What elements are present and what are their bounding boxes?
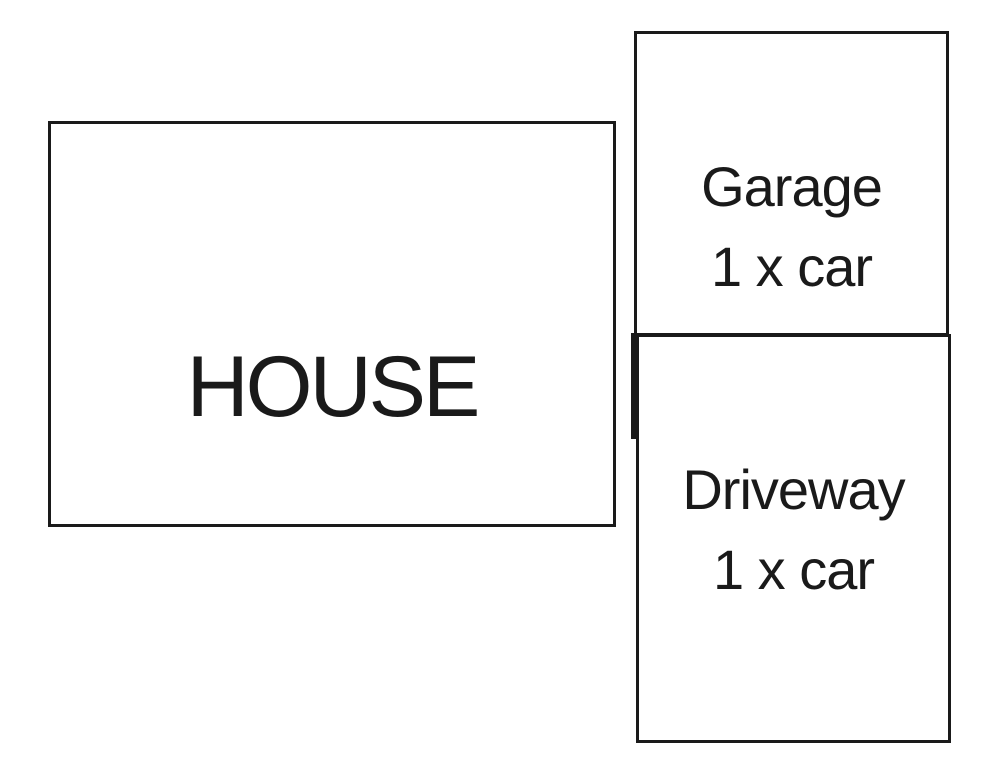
garage-label-block: Garage 1 x car <box>637 147 946 307</box>
driveway-label-block: Driveway 1 x car <box>639 450 948 610</box>
garage-label: Garage <box>701 155 883 218</box>
garage-capacity-label: 1 x car <box>710 235 873 298</box>
driveway-box: Driveway 1 x car <box>636 334 951 743</box>
house-label: HOUSE <box>186 339 481 435</box>
driveway-label: Driveway <box>682 458 905 521</box>
thick-wall-segment <box>631 333 639 439</box>
house-box: HOUSE <box>48 121 616 527</box>
driveway-capacity-label: 1 x car <box>712 538 875 601</box>
garage-box: Garage 1 x car <box>634 31 949 336</box>
